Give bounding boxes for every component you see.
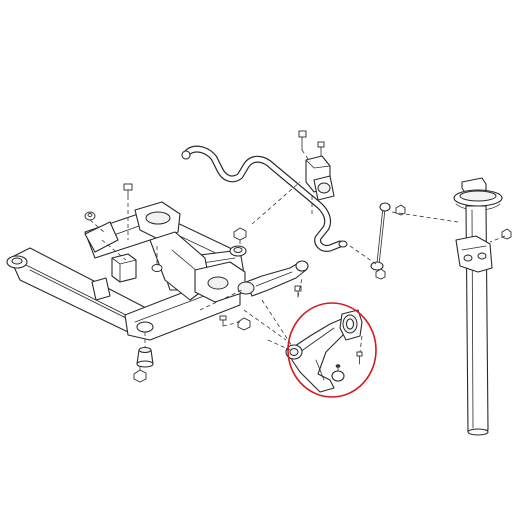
- stabilizer-link: [370, 202, 406, 280]
- bolt-icon: [219, 315, 227, 327]
- leader-lines: [89, 149, 506, 372]
- nut-icon: [233, 227, 247, 241]
- bolt-icon: [123, 183, 133, 197]
- lower-control-arm[interactable]: [285, 302, 377, 398]
- nut-icon: [237, 317, 251, 331]
- nut-icon: [501, 228, 512, 240]
- bushing-icon: [136, 347, 154, 368]
- upper-control-arm: [237, 260, 309, 297]
- stabilizer-bar: [181, 145, 348, 252]
- nut-icon: [133, 369, 147, 383]
- nut-icon: [375, 268, 386, 280]
- ball-joint-icon: [331, 364, 345, 382]
- nut-icon: [151, 264, 163, 272]
- bolt-icon: [298, 130, 307, 151]
- highlight-circle: [287, 302, 377, 398]
- nut-icon: [395, 204, 406, 216]
- front-subframe: [6, 201, 247, 341]
- bolt-icon: [356, 351, 363, 365]
- bolt-icon: [317, 141, 325, 157]
- stabilizer-bushing-bracket: [298, 130, 335, 201]
- washer-icon: [84, 211, 96, 221]
- strut-assembly: [453, 177, 512, 436]
